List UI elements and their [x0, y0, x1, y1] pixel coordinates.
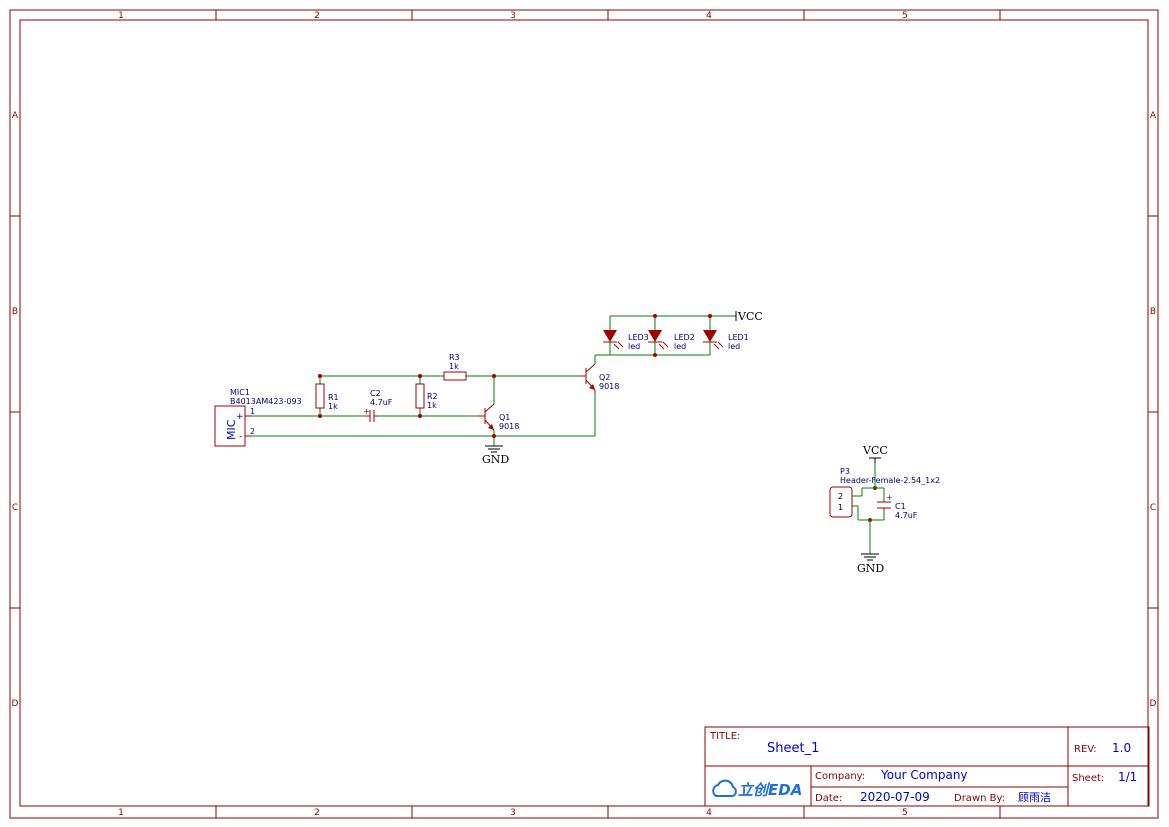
col-label-top-5: 5 [902, 11, 908, 21]
led2-designator: LED2 [674, 333, 695, 342]
col-label-top-1: 1 [118, 11, 124, 21]
wires-main [252, 315, 736, 446]
c2-value: 4.7uF [370, 398, 393, 407]
r1-value: 1k [328, 402, 338, 411]
title-label: TITLE: [709, 731, 740, 742]
p3-symbol[interactable]: 2 1 P3 Header-Female-2.54_1x2 [829, 467, 940, 518]
c1-value: 4.7uF [895, 511, 918, 520]
col-label-bottom-2: 2 [314, 808, 320, 818]
vcc-main-symbol: VCC [735, 310, 763, 323]
mic1-dash: - [239, 432, 242, 442]
company-value: Your Company [880, 768, 968, 782]
company-label: Company: [815, 771, 865, 782]
date-label: Date: [815, 793, 842, 804]
row-label-right-d: D [1150, 699, 1157, 709]
mic1-symbol[interactable]: MIC + - 1 2 MIC1 B4013AM423-093 [214, 388, 302, 447]
title-block [704, 726, 1150, 807]
gnd-header-label: GND [857, 562, 884, 575]
title-block-text: TITLE: Sheet_1 REV: 1.0 Company: Your Co… [709, 731, 1137, 804]
r3-designator: R3 [449, 353, 460, 362]
led3-symbol[interactable]: LED3 led [603, 330, 649, 351]
mic1-plus: + [236, 412, 244, 422]
frame-labels: 1 2 3 4 5 1 2 3 4 5 A B C D A B C D [12, 11, 1157, 818]
col-label-top-2: 2 [314, 11, 320, 21]
r1-designator: R1 [328, 393, 339, 402]
mic1-value: B4013AM423-093 [230, 397, 302, 406]
cloud-icon [712, 779, 737, 797]
c2-symbol[interactable]: + C2 4.7uF [363, 389, 393, 422]
col-label-top-4: 4 [706, 11, 712, 21]
logo-text: 立创EDA [738, 781, 802, 799]
row-label-left-d: D [12, 699, 19, 709]
vcc-header-label: VCC [862, 444, 888, 457]
p3-value: Header-Female-2.54_1x2 [840, 476, 940, 485]
row-label-right-a: A [1150, 111, 1157, 121]
mic1-pin2: 2 [250, 427, 255, 436]
c2-plus: + [363, 407, 370, 416]
led3-value: led [628, 342, 640, 351]
mic1-body-text: MIC [225, 419, 238, 440]
c1-designator: C1 [895, 502, 906, 511]
col-label-top-3: 3 [510, 11, 516, 21]
p3-designator: P3 [840, 467, 850, 476]
mic1-pin1: 1 [250, 407, 255, 416]
junctions [318, 314, 877, 522]
r3-value: 1k [449, 362, 459, 371]
gnd-main-symbol: GND [482, 445, 509, 466]
col-label-bottom-5: 5 [902, 808, 908, 818]
r1-symbol[interactable]: R1 1k [315, 383, 339, 411]
c1-symbol[interactable]: + C1 4.7uF [877, 493, 918, 520]
sheet-label: Sheet: [1072, 773, 1104, 784]
q2-value: 9018 [599, 382, 619, 391]
mic1-designator: MIC1 [230, 388, 250, 397]
rev-label: REV: [1074, 744, 1097, 755]
q2-designator: Q2 [599, 373, 610, 382]
vcc-header-symbol: VCC [862, 444, 888, 463]
date-value: 2020-07-09 [860, 790, 930, 804]
drawn-by-value: 顾雨洁 [1018, 791, 1051, 804]
drawn-by-label: Drawn By: [954, 793, 1005, 804]
led3-designator: LED3 [628, 333, 649, 342]
gnd-header-symbol: GND [857, 553, 884, 575]
c1-plus: + [886, 493, 893, 502]
led2-symbol[interactable]: LED2 led [648, 330, 695, 351]
led2-value: led [674, 342, 686, 351]
vcc-main-label: VCC [737, 310, 763, 323]
row-label-left-a: A [12, 111, 19, 121]
col-label-bottom-1: 1 [118, 808, 124, 818]
row-label-left-b: B [12, 307, 18, 317]
sheet-frame [9, 9, 1159, 819]
rev-value: 1.0 [1112, 741, 1131, 755]
p3-pin1: 1 [838, 503, 843, 512]
lceda-logo: 立创EDA [712, 779, 802, 799]
r2-designator: R2 [427, 392, 438, 401]
wires-header [852, 463, 885, 554]
r2-value: 1k [427, 401, 437, 410]
c2-designator: C2 [370, 389, 381, 398]
col-label-bottom-4: 4 [706, 808, 712, 818]
q1-designator: Q1 [499, 413, 510, 422]
col-label-bottom-3: 3 [510, 808, 516, 818]
row-label-right-c: C [1150, 503, 1156, 513]
r3-symbol[interactable]: R3 1k [443, 353, 467, 381]
gnd-main-label: GND [482, 453, 509, 466]
q1-symbol[interactable]: Q1 9018 [478, 403, 519, 431]
sheet-value: 1/1 [1118, 770, 1137, 784]
q1-value: 9018 [499, 422, 519, 431]
p3-pin2: 2 [838, 492, 843, 501]
title-value: Sheet_1 [767, 741, 819, 756]
r2-symbol[interactable]: R2 1k [415, 383, 438, 410]
led1-symbol[interactable]: LED1 led [703, 330, 749, 351]
row-label-right-b: B [1150, 307, 1156, 317]
led1-designator: LED1 [728, 333, 749, 342]
q2-symbol[interactable]: Q2 9018 [580, 363, 619, 394]
row-label-left-c: C [12, 503, 18, 513]
led1-value: led [728, 342, 740, 351]
